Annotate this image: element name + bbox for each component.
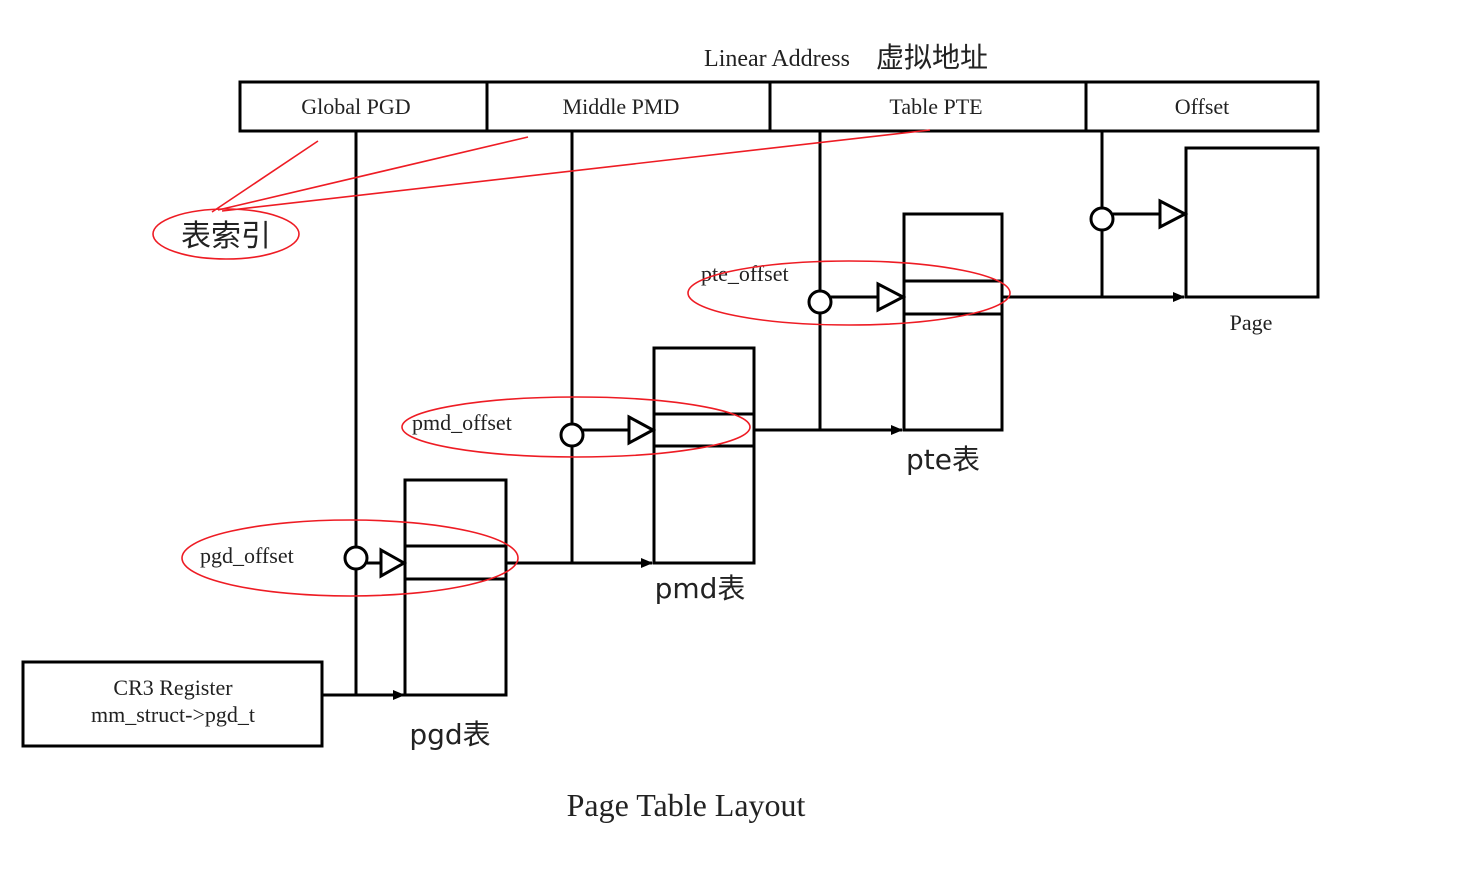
pmd-table-outline xyxy=(652,346,756,565)
pmd-offset-arrowhead xyxy=(627,414,657,446)
field-global-pgd: Global PGD xyxy=(301,94,410,119)
pte-table-outline xyxy=(902,212,1004,432)
linear-address-cn-label: 虚拟地址 xyxy=(876,41,988,74)
field-middle-pmd: Middle PMD xyxy=(563,94,680,119)
pmd-junction-circle xyxy=(559,422,585,448)
address-bar-outline xyxy=(238,80,1320,133)
table-index-label: 表索引 xyxy=(181,219,271,254)
cr3-register-box: CR3 Register mm_struct->pgd_t xyxy=(21,660,324,748)
pmd-offset-ellipse xyxy=(401,396,751,458)
pte-table-label: pte表 xyxy=(906,443,980,476)
pgd-offset-label: pgd_offset xyxy=(200,543,294,568)
pmd-offset-label: pmd_offset xyxy=(412,410,512,435)
linear-address-label: Linear Address xyxy=(704,46,850,72)
pmd-table-label: pmd表 xyxy=(655,572,746,605)
diagram-caption: Page Table Layout xyxy=(567,787,806,823)
pgd-table-outline xyxy=(403,478,508,697)
field-offset: Offset xyxy=(1175,94,1230,119)
offset-junction-circle xyxy=(1089,206,1115,232)
red-annotations xyxy=(152,129,1011,597)
table-index-pointer-pte xyxy=(221,129,931,212)
pte-offset-ellipse xyxy=(687,260,1011,326)
cr3-label: CR3 Register xyxy=(113,675,233,700)
page-label: Page xyxy=(1230,310,1273,335)
page-box xyxy=(1184,146,1320,299)
pgd-offset-arrowhead xyxy=(379,547,408,579)
pgd-table-label: pgd表 xyxy=(409,718,490,751)
pte-table xyxy=(902,212,1004,432)
pte-junction-circle xyxy=(807,289,833,315)
pte-offset-arrowhead xyxy=(876,281,907,313)
pgd-offset-ellipse xyxy=(181,519,519,597)
pgd-junction-circle xyxy=(343,545,369,571)
linear-address-bar: Global PGD Middle PMD Table PTE Offset xyxy=(238,80,1320,133)
pmd-table xyxy=(652,346,756,565)
field-table-pte: Table PTE xyxy=(889,94,982,119)
cr3-sublabel: mm_struct->pgd_t xyxy=(91,702,255,727)
table-index-pointer-pgd xyxy=(211,140,319,213)
table-index-ellipse xyxy=(152,208,300,260)
offset-arrowhead xyxy=(1158,198,1189,230)
cr3-box-outline xyxy=(21,660,324,748)
table-index-pointer-pmd xyxy=(217,136,529,211)
